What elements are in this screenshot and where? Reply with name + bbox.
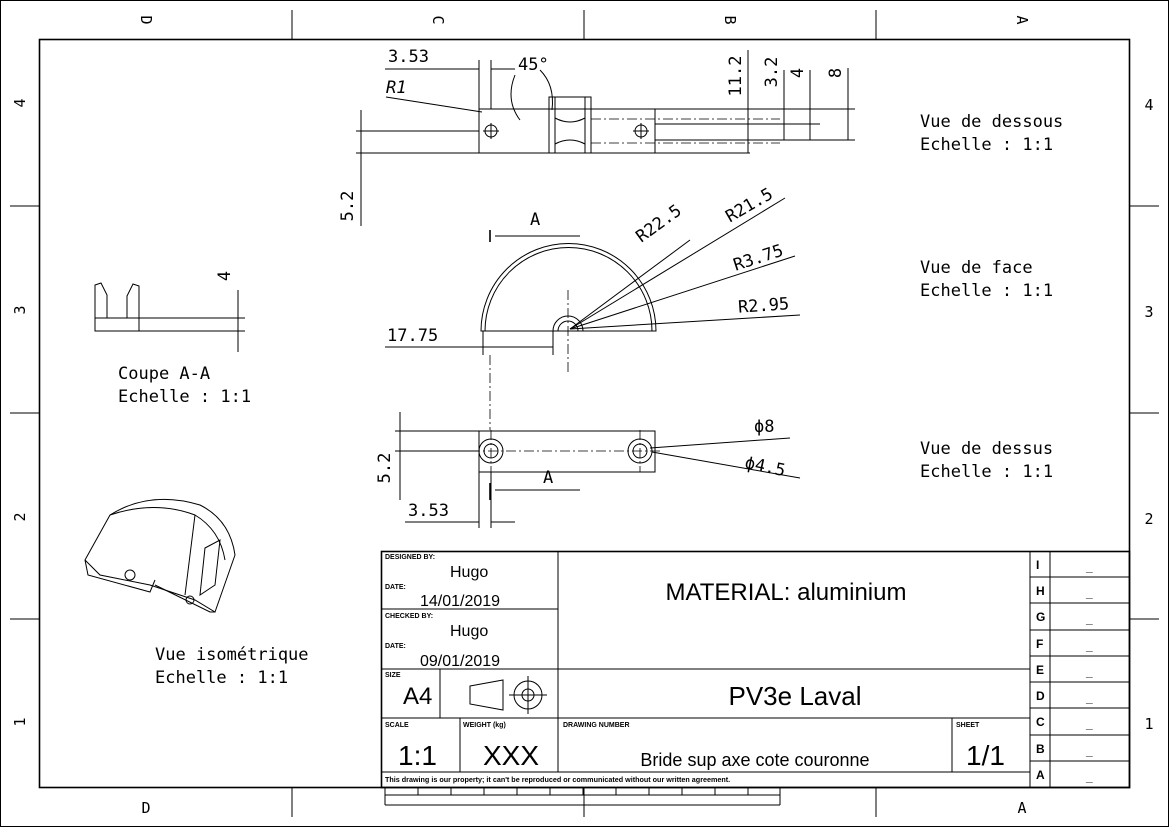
revision-letter: A bbox=[1036, 768, 1045, 782]
dim-17-75: 17.75 bbox=[387, 326, 438, 346]
designed-by-value: Hugo bbox=[450, 564, 488, 581]
revision-value: _ bbox=[1085, 744, 1093, 758]
iso-view-scale: Echelle : 1:1 bbox=[155, 668, 288, 688]
title-block bbox=[380, 550, 1131, 806]
revision-letter: I bbox=[1036, 558, 1039, 572]
dim-4-section: 4 bbox=[215, 271, 235, 281]
section-view-scale: Echelle : 1:1 bbox=[118, 387, 251, 407]
drawing-number-value: Bride sup axe cote couronne bbox=[640, 750, 869, 770]
zone-row-right-1: 1 bbox=[1144, 715, 1153, 733]
front-view: A R22.5 R21.5 R3.75 R2.95 17.75 bbox=[385, 184, 801, 430]
zone-row-left-4: 4 bbox=[11, 98, 29, 107]
scale-value: 1:1 bbox=[398, 740, 437, 771]
zone-row-left-3: 3 bbox=[11, 305, 29, 314]
zone-col-top-c: C bbox=[429, 15, 447, 24]
dim-r1: R1 bbox=[386, 78, 406, 98]
section-mark-a-bottom: A bbox=[543, 468, 553, 488]
top-view-scale: Echelle : 1:1 bbox=[920, 462, 1053, 482]
sheet-label: SHEET bbox=[956, 722, 980, 729]
top-view: 5.2 3.53 A ϕ8 ϕ4.5 bbox=[375, 412, 801, 528]
top-view-title: Vue de dessus bbox=[920, 439, 1053, 459]
revision-value: _ bbox=[1085, 639, 1093, 653]
dim-4-top: 4 bbox=[788, 68, 808, 78]
checked-date-label: DATE: bbox=[385, 643, 406, 650]
sheet-value: 1/1 bbox=[966, 740, 1005, 771]
revision-table: I _ H _ G _ F _ E _ D _ C _ B _ A _ bbox=[1036, 558, 1093, 784]
bottom-view-title: Vue de dessous bbox=[920, 112, 1063, 132]
zone-row-right-3: 3 bbox=[1144, 303, 1153, 321]
bottom-view-scale: Echelle : 1:1 bbox=[920, 135, 1053, 155]
zone-col-bottom-a: A bbox=[1017, 799, 1026, 817]
size-label: SIZE bbox=[385, 672, 401, 679]
zone-col-bottom-d: D bbox=[141, 799, 150, 817]
zone-row-right-2: 2 bbox=[1144, 510, 1153, 528]
iso-view bbox=[84, 498, 236, 613]
zone-col-top-a: A bbox=[1013, 15, 1031, 24]
checked-by-label: CHECKED BY: bbox=[385, 613, 433, 620]
dim-r21-5: R21.5 bbox=[722, 184, 776, 227]
disclaimer-text: This drawing is our property; it can't b… bbox=[385, 775, 730, 784]
revision-letter: D bbox=[1036, 689, 1045, 703]
zone-ticks bbox=[10, 10, 1159, 817]
dim-phi-4-5: ϕ4.5 bbox=[743, 453, 787, 481]
designed-date-value: 14/01/2019 bbox=[420, 593, 500, 610]
section-view: 4 bbox=[94, 271, 245, 352]
designed-date-label: DATE: bbox=[385, 584, 406, 591]
designed-by-label: DESIGNED BY: bbox=[385, 554, 435, 561]
revision-value: _ bbox=[1085, 612, 1093, 626]
dim-r2-95: R2.95 bbox=[737, 294, 789, 318]
revision-value: _ bbox=[1085, 586, 1093, 600]
revision-value: _ bbox=[1085, 560, 1093, 574]
weight-value: XXX bbox=[483, 740, 539, 771]
dim-r3-75: R3.75 bbox=[731, 241, 786, 276]
dim-3-53-bottom: 3.53 bbox=[408, 501, 449, 521]
front-view-title: Vue de face bbox=[920, 258, 1033, 278]
section-view-title: Coupe A-A bbox=[118, 364, 210, 384]
scale-label: SCALE bbox=[385, 722, 409, 729]
revision-letter: G bbox=[1036, 610, 1045, 624]
revision-value: _ bbox=[1085, 665, 1093, 679]
revision-letter: E bbox=[1036, 663, 1044, 677]
drawing-number-label: DRAWING NUMBER bbox=[563, 722, 630, 729]
bottom-view: 3.53 45° R1 5.2 11.2 3.2 4 8 bbox=[338, 47, 855, 226]
zone-col-top-b: B bbox=[721, 15, 739, 24]
revision-letter: B bbox=[1036, 742, 1045, 756]
section-mark-a-top: A bbox=[530, 210, 540, 230]
revision-value: _ bbox=[1085, 691, 1093, 705]
checked-by-value: Hugo bbox=[450, 623, 488, 640]
revision-letter: H bbox=[1036, 584, 1045, 598]
dim-8-top: 8 bbox=[826, 68, 846, 78]
checked-date-value: 09/01/2019 bbox=[420, 653, 500, 670]
zone-row-left-1: 1 bbox=[11, 717, 29, 726]
size-value: A4 bbox=[403, 683, 432, 710]
dim-5-2-bottom: 5.2 bbox=[375, 453, 395, 484]
dim-phi-8: ϕ8 bbox=[754, 417, 774, 437]
dim-angle-45: 45° bbox=[518, 55, 549, 75]
revision-letter: C bbox=[1036, 715, 1045, 729]
iso-view-title: Vue isométrique bbox=[155, 645, 309, 665]
dim-11-2: 11.2 bbox=[726, 56, 746, 97]
revision-letter: F bbox=[1036, 637, 1043, 651]
revision-value: _ bbox=[1085, 770, 1093, 784]
drawing-title: PV3e Laval bbox=[729, 681, 862, 711]
projection-cone-icon bbox=[469, 679, 504, 711]
zone-row-right-4: 4 bbox=[1144, 96, 1153, 114]
material-text: MATERIAL: aluminium bbox=[666, 579, 907, 606]
dim-3-2: 3.2 bbox=[762, 57, 782, 88]
revision-value: _ bbox=[1085, 717, 1093, 731]
dim-5-2-top: 5.2 bbox=[338, 191, 358, 222]
zone-row-left-2: 2 bbox=[11, 512, 29, 521]
weight-label: WEIGHT (kg) bbox=[463, 722, 506, 729]
front-view-scale: Echelle : 1:1 bbox=[920, 281, 1053, 301]
title-block-text: DESIGNED BY: Hugo DATE: 14/01/2019 CHECK… bbox=[385, 554, 1005, 784]
dim-3-53-top: 3.53 bbox=[388, 47, 429, 67]
dim-r22-5: R22.5 bbox=[632, 201, 685, 247]
zone-col-top-d: D bbox=[137, 15, 155, 24]
